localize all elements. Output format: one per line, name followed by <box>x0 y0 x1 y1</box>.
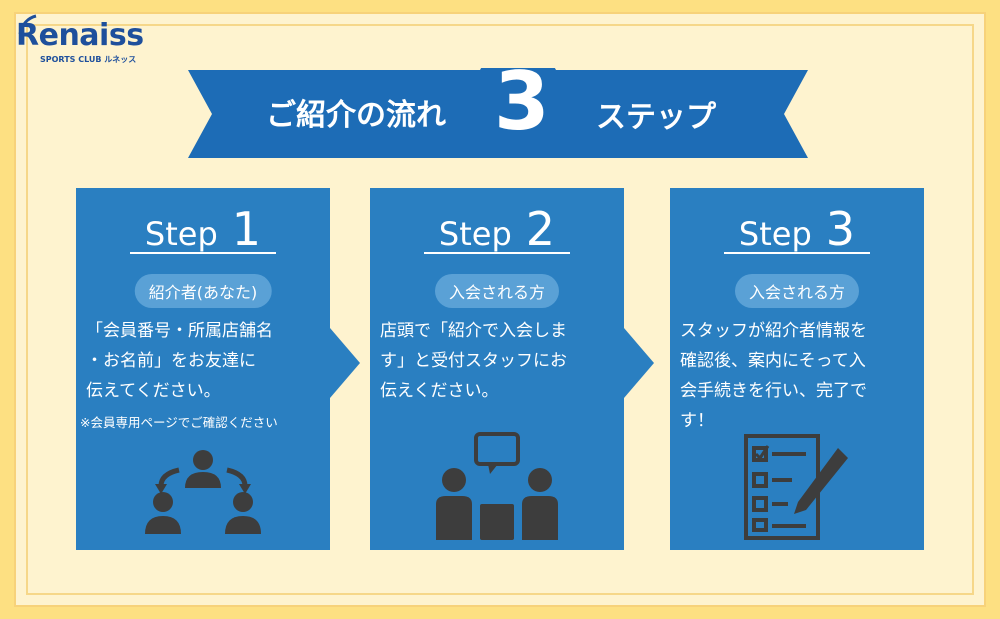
logo-swoosh-icon <box>18 14 37 35</box>
step-1-panel: Step 1 紹介者(あなた) 「会員番号・所属店舗名 ・お名前」をお友達に 伝え… <box>76 188 330 550</box>
banner-number: 3 <box>494 55 550 148</box>
checklist-icon <box>744 434 848 540</box>
banner-title: ご紹介の流れ <box>266 98 446 133</box>
logo-subtitle: SPORTS CLUB ルネッス <box>40 55 137 64</box>
group-referral-icon <box>145 450 261 534</box>
logo-name: Renaiss <box>16 18 144 53</box>
step-3-role-badge: 入会される方 <box>734 274 860 308</box>
step-2-role-badge: 入会される方 <box>434 274 560 308</box>
step-2-underline <box>424 252 570 254</box>
step-2-panel: Step 2 入会される方 店頭で「紹介で入会しま す」と受付スタッフにお 伝えく… <box>370 188 624 550</box>
step-1-note: ※会員専用ページでご確認ください <box>80 415 278 430</box>
step-3-description: スタッフが紹介者情報を 確認後、案内にそって入 会手続きを行い、完了で す！ <box>680 321 867 431</box>
title-banner: ご紹介の流れ 3 ステップ <box>188 62 808 160</box>
step-2-number: 2 <box>525 202 556 256</box>
arrow-1-icon <box>330 328 360 398</box>
step-3-underline <box>724 252 870 254</box>
step-3-panel: Step 3 入会される方 スタッフが紹介者情報を 確認後、案内にそって入 会手続… <box>670 188 924 550</box>
arrow-2-icon <box>624 328 654 398</box>
step-3-number: 3 <box>825 202 856 256</box>
step-1-word: Step <box>144 215 218 253</box>
step-2-word: Step <box>438 215 512 253</box>
step-1-number: 1 <box>231 202 262 256</box>
step-2-heading: Step 2 <box>370 202 624 256</box>
banner-ribbon <box>188 68 808 158</box>
banner-suffix: ステップ <box>596 100 716 135</box>
step-3-word: Step <box>738 215 812 253</box>
conversation-icon <box>436 432 558 540</box>
renaiss-logo: Renaiss SPORTS CLUB ルネッス <box>16 14 156 74</box>
step-3-heading: Step 3 <box>670 202 924 256</box>
step-1-underline <box>130 252 276 254</box>
inner-frame <box>26 24 974 595</box>
step-1-role-badge: 紹介者(あなた) <box>134 274 272 308</box>
step-2-description: 店頭で「紹介で入会しま す」と受付スタッフにお 伝えください。 <box>380 321 567 401</box>
step-1-heading: Step 1 <box>76 202 330 256</box>
step-1-description: 「会員番号・所属店舗名 ・お名前」をお友達に 伝えてください。 <box>86 321 273 401</box>
